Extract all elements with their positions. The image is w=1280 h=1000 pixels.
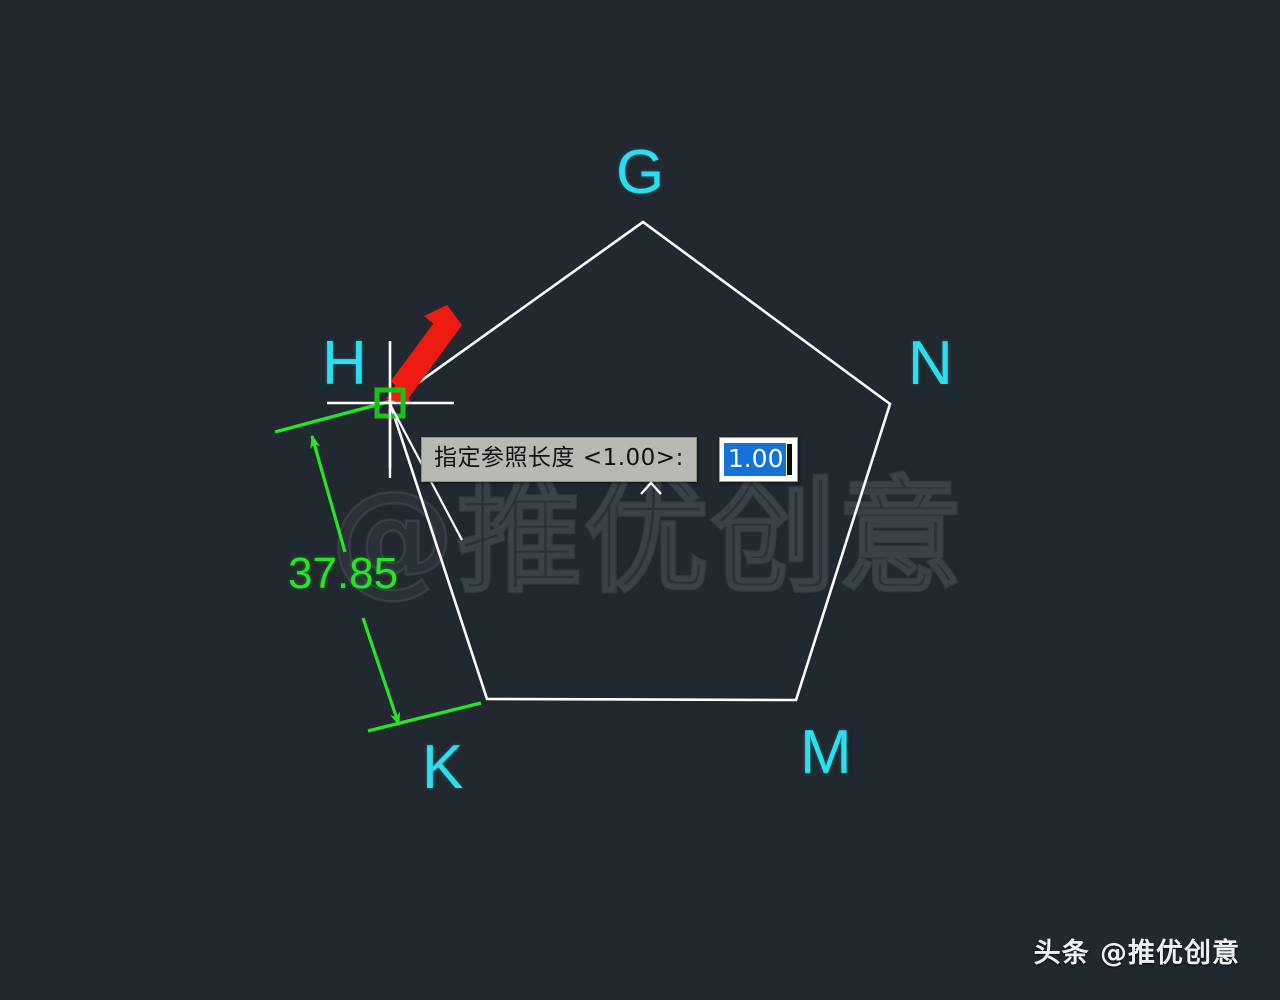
dimension-line-lower xyxy=(361,617,401,727)
vertex-label-g: G xyxy=(616,138,665,207)
dynamic-input-widget[interactable]: 指定参照长度 <1.00>: 1.00 xyxy=(421,437,798,482)
dimension-value-text: 37.85 xyxy=(288,549,399,598)
dimension-line-upper xyxy=(310,434,347,553)
vertex-label-h: H xyxy=(322,329,367,398)
chevron-up-icon[interactable] xyxy=(638,480,664,496)
dynamic-input-value[interactable]: 1.00 xyxy=(723,442,786,477)
corner-watermark: 头条 @推优创意 xyxy=(1033,938,1240,969)
vertex-label-n: N xyxy=(908,329,953,398)
dimension-extension-line-k xyxy=(367,701,482,733)
pentagon-outline[interactable] xyxy=(388,220,892,702)
dynamic-input-field[interactable]: 1.00 xyxy=(718,437,798,482)
vertex-label-m: M xyxy=(800,718,852,787)
vertex-label-k: K xyxy=(422,733,464,802)
dynamic-input-prompt-label: 指定参照长度 <1.00>: xyxy=(421,437,697,482)
text-caret xyxy=(786,444,792,475)
